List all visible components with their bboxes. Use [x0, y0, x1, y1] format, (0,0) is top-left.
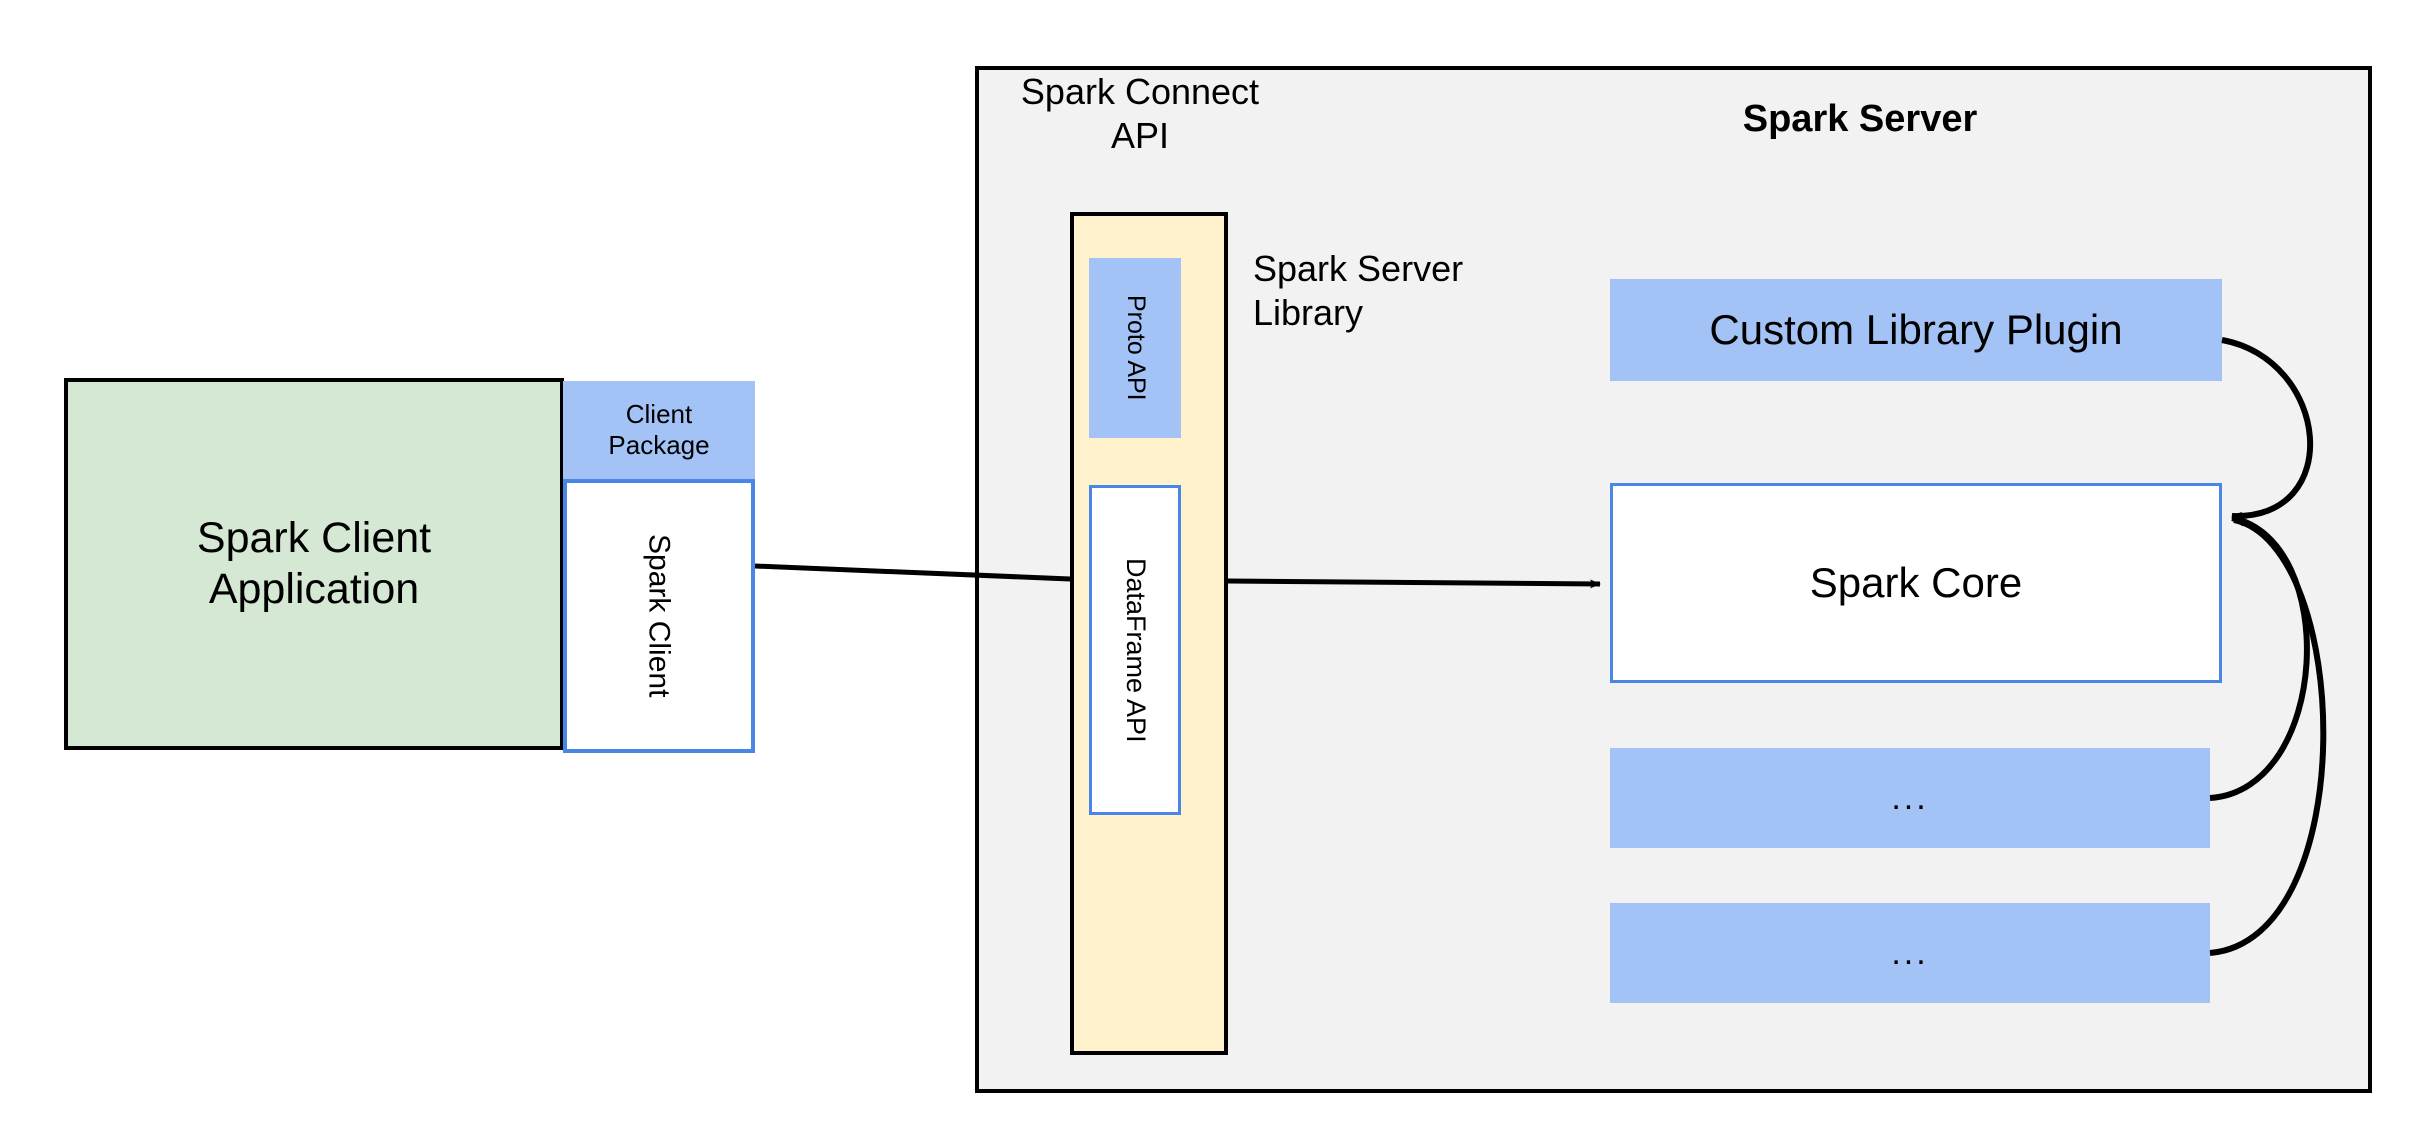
dataframe-api-label: DataFrame API [1120, 557, 1151, 743]
ellipsis-box-1-label: ... [1891, 778, 1929, 817]
ellipsis-box-2: ... [1610, 903, 2210, 1003]
client-package-box: Client Package [563, 381, 755, 479]
ellipsis-box-1: ... [1610, 748, 2210, 848]
spark-client-box: Spark Client [563, 479, 755, 753]
spark-connect-api-label: Spark Connect API [1020, 71, 1260, 156]
client-package-label: Client Package [608, 399, 710, 460]
spark-client-label: Spark Client [642, 534, 676, 698]
spark-client-application-label: Spark Client Application [196, 514, 432, 613]
custom-library-plugin-box: Custom Library Plugin [1610, 279, 2222, 381]
spark-server-title: Spark Server [1742, 98, 1978, 140]
proto-api-box: Proto API [1089, 258, 1181, 438]
spark-client-application-box: Spark Client Application [64, 378, 564, 750]
spark-server-library-label: Spark Server Library [1253, 248, 1464, 333]
spark-core-box: Spark Core [1610, 483, 2222, 683]
spark-core-label: Spark Core [1809, 559, 2023, 607]
proto-api-label: Proto API [1121, 295, 1150, 401]
dataframe-api-box: DataFrame API [1089, 485, 1181, 815]
ellipsis-box-2-label: ... [1891, 933, 1929, 972]
custom-library-plugin-label: Custom Library Plugin [1709, 306, 2123, 354]
